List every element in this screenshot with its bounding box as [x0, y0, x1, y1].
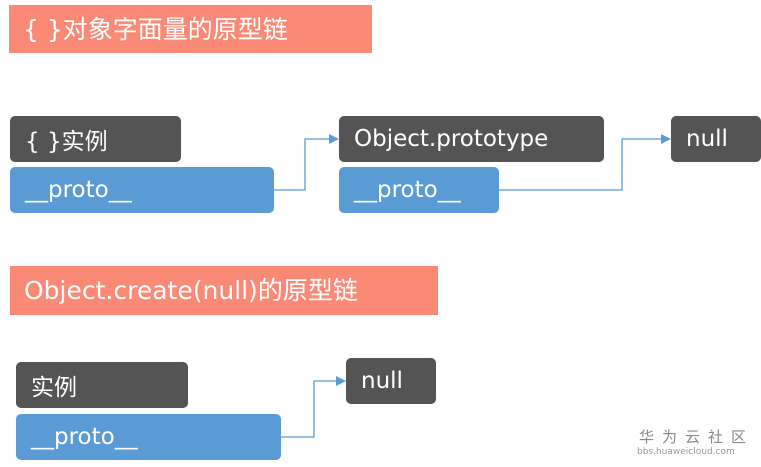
watermark-url: bbs.huaweicloud.com — [637, 447, 735, 457]
section1-title: { }对象字面量的原型链 — [9, 5, 372, 53]
section2-title: Object.create(null)的原型链 — [10, 266, 438, 315]
section2-instance-box: 实例 — [16, 362, 188, 408]
section2-null-box: null — [346, 358, 436, 404]
watermark-logo-text: 华为云社区 — [639, 428, 755, 446]
section2-instance-proto-box: __proto__ — [16, 414, 281, 460]
arrow-object-prototype-to-null — [499, 134, 671, 191]
section1-instance-proto-box: __proto__ — [10, 167, 274, 213]
section1-instance-box: { }实例 — [10, 116, 181, 162]
arrow-instance-to-object-prototype — [274, 134, 339, 191]
arrow-create-null-instance-to-null — [281, 376, 346, 438]
object-prototype-proto-box: __proto__ — [339, 167, 499, 213]
section1-null-box: null — [671, 116, 761, 162]
object-prototype-box: Object.prototype — [339, 116, 604, 162]
